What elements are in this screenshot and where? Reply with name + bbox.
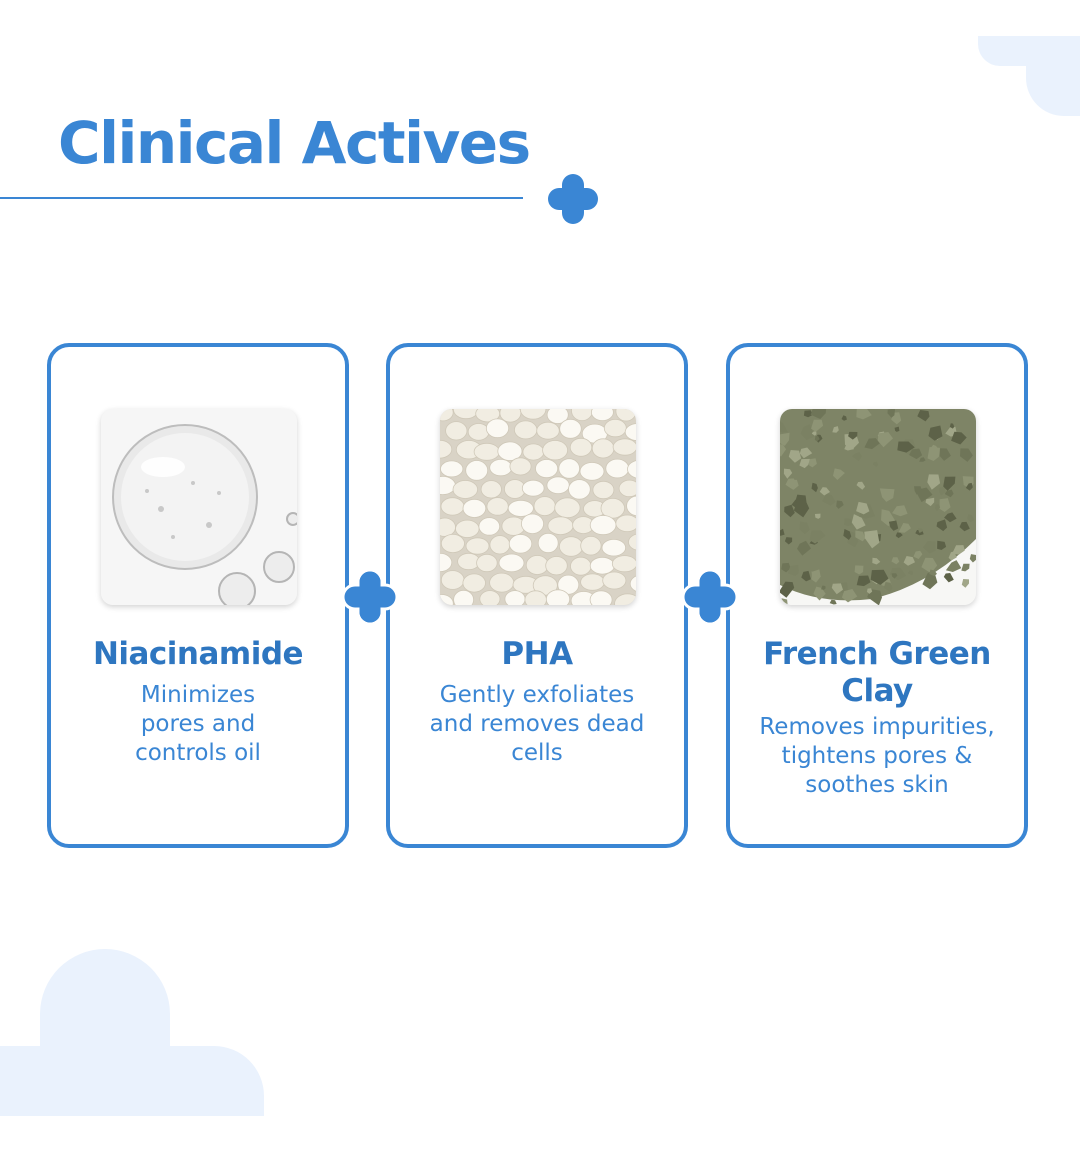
ingredient-card-french-green-clay: French Green Clay Removes impurities, ti… [726, 343, 1028, 848]
title-underline [0, 197, 523, 199]
serum-drop-image [101, 409, 297, 605]
green-clay-image [780, 409, 976, 605]
ingredient-name: PHA [501, 636, 573, 672]
plus-icon [683, 570, 737, 624]
page-title: Clinical Actives [58, 109, 531, 177]
plus-icon [548, 174, 598, 224]
plus-icon [343, 570, 397, 624]
cloud-decoration-bottom-left [0, 949, 264, 1116]
white-pellets-image [440, 409, 636, 605]
ingredient-card-niacinamide: Niacinamide Minimizes pores and controls… [47, 343, 349, 848]
ingredient-description: Removes impurities, tightens pores & soo… [759, 714, 995, 798]
ingredient-card-pha: PHA Gently exfoliates and removes dead c… [386, 343, 688, 848]
ingredient-description: Gently exfoliates and removes dead cells [429, 682, 645, 766]
cloud-decoration-top-right [978, 36, 1080, 116]
ingredient-name: French Green Clay [763, 636, 991, 709]
ingredient-description: Minimizes pores and controls oil [135, 682, 261, 766]
ingredient-name: Niacinamide [92, 636, 304, 672]
